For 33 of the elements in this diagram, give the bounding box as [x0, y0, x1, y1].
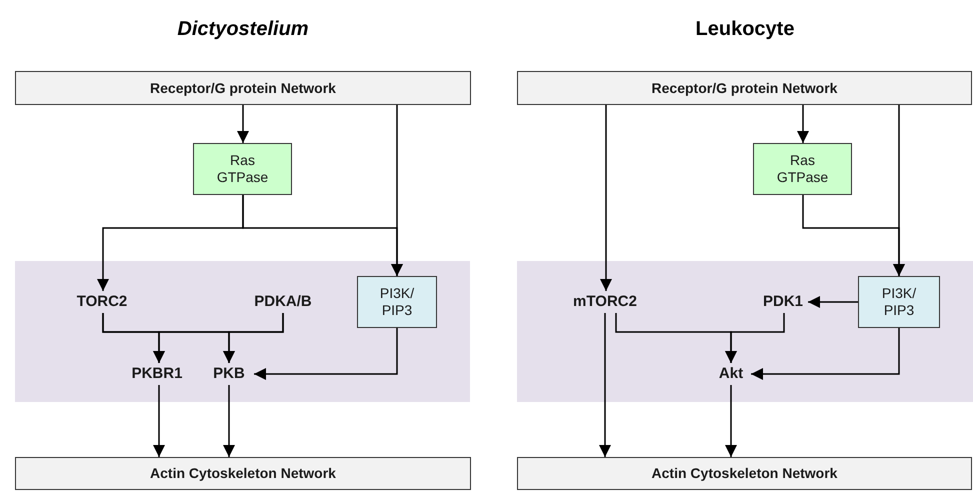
arrow: [893, 105, 905, 276]
arrow: [223, 385, 235, 457]
network-box: Receptor/G protein Network: [15, 71, 471, 105]
arrow: [751, 328, 900, 380]
protein-label: mTORC2: [567, 291, 643, 313]
process-box: Ras GTPase: [193, 143, 292, 195]
arrow: [797, 105, 809, 143]
arrow: [223, 313, 284, 363]
protein-label: PDK1: [758, 291, 808, 313]
network-box: Actin Cytoskeleton Network: [15, 457, 471, 490]
arrow: [391, 105, 403, 276]
protein-label: PKB: [204, 363, 254, 385]
panel-title: Leukocyte: [694, 18, 796, 41]
region-band: [517, 261, 973, 402]
protein-label: Akt: [711, 363, 751, 385]
process-box: PI3K/ PIP3: [858, 276, 940, 328]
arrow: [725, 385, 737, 457]
arrow: [725, 313, 785, 363]
process-box: PI3K/ PIP3: [357, 276, 437, 328]
arrow: [254, 328, 398, 380]
protein-label: TORC2: [68, 291, 136, 313]
process-box: Ras GTPase: [753, 143, 852, 195]
network-box: Receptor/G protein Network: [517, 71, 972, 105]
network-box: Actin Cytoskeleton Network: [517, 457, 972, 490]
arrow: [153, 385, 165, 457]
protein-label: PDKA/B: [248, 291, 318, 313]
panel-title: Dictyostelium: [176, 18, 310, 41]
arrow: [237, 105, 249, 143]
arrow: [599, 313, 611, 457]
region-band: [15, 261, 470, 402]
arrow: [600, 105, 612, 291]
protein-label: PKBR1: [121, 363, 193, 385]
arrow: [808, 296, 858, 308]
